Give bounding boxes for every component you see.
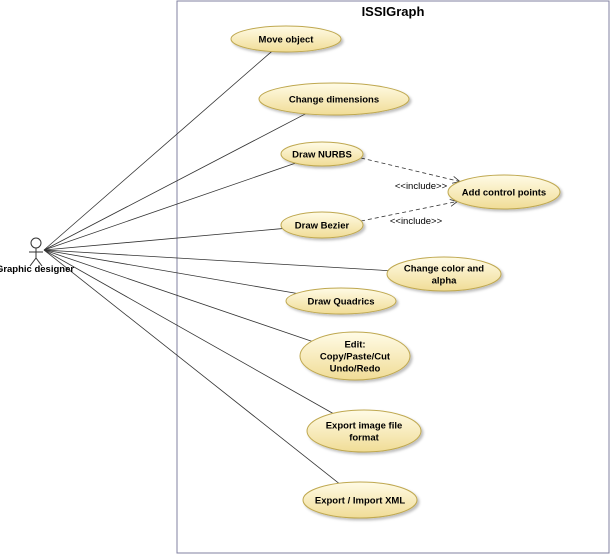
actor-graphic-designer[interactable]: Graphic designer xyxy=(0,237,74,275)
use-case-add-control-points[interactable]: Add control points xyxy=(447,174,561,210)
use-case-ellipse xyxy=(306,409,422,453)
use-case-label: Move object xyxy=(259,35,315,46)
include-line-draw-bezier xyxy=(360,201,458,222)
use-case-ellipse xyxy=(299,331,411,381)
use-case-label: Draw NURBS xyxy=(292,150,352,161)
use-case-label: alpha xyxy=(432,276,458,287)
actor-head xyxy=(30,237,42,249)
actor-left-leg xyxy=(29,257,37,267)
system-boundary xyxy=(176,0,610,554)
system-title: ISSIGraph xyxy=(362,4,425,19)
association-export-image xyxy=(43,249,334,414)
use-case-move-object[interactable]: Move object xyxy=(230,25,342,53)
use-case-label: Undo/Redo xyxy=(330,364,381,375)
association-change-dimensions xyxy=(43,113,306,251)
association-change-color-alpha xyxy=(43,249,389,272)
association-draw-bezier xyxy=(43,228,283,251)
use-case-ellipse xyxy=(258,82,410,116)
use-case-label: Edit: xyxy=(344,340,365,351)
use-case-label: Copy/Paste/Cut xyxy=(320,352,391,363)
use-case-label: Draw Bezier xyxy=(295,221,350,232)
use-case-export-import-xml[interactable]: Export / Import XML xyxy=(302,481,418,519)
use-case-change-dimensions[interactable]: Change dimensions xyxy=(258,82,410,116)
use-case-draw-nurbs[interactable]: Draw NURBS xyxy=(280,141,364,167)
association-draw-quadrics xyxy=(43,249,297,294)
use-case-ellipse xyxy=(302,481,418,519)
use-case-label: Change dimensions xyxy=(289,95,379,106)
use-case-draw-quadrics[interactable]: Draw Quadrics xyxy=(285,287,397,315)
use-case-label: Change color and xyxy=(404,264,484,275)
include-label-draw-nurbs: <<include>> xyxy=(395,181,448,192)
use-case-draw-bezier[interactable]: Draw Bezier xyxy=(280,211,364,239)
association-lines xyxy=(43,51,389,484)
include-label-draw-bezier: <<include>> xyxy=(390,216,443,227)
use-case-label: Add control points xyxy=(462,188,546,199)
include-dependencies: <<include>> <<include>> xyxy=(360,157,461,227)
use-case-label: format xyxy=(349,433,379,444)
use-case-ellipse xyxy=(386,256,502,292)
include-line-draw-nurbs xyxy=(360,157,461,182)
use-case-ellipse xyxy=(447,174,561,210)
use-case-ellipse xyxy=(280,211,364,239)
actor-right-leg xyxy=(35,257,43,267)
use-case-label: Export / Import XML xyxy=(315,496,405,507)
use-case-ellipse xyxy=(230,25,342,53)
use-case-label: Export image file xyxy=(326,421,403,432)
use-case-label: Draw Quadrics xyxy=(307,297,374,308)
association-export-import-xml xyxy=(43,249,340,484)
use-case-ellipse xyxy=(280,141,364,167)
actor-label: Graphic designer xyxy=(0,264,74,275)
association-draw-nurbs xyxy=(43,162,296,251)
association-move-object xyxy=(43,51,272,251)
use-case-ellipse xyxy=(285,287,397,315)
association-edit xyxy=(43,249,312,342)
